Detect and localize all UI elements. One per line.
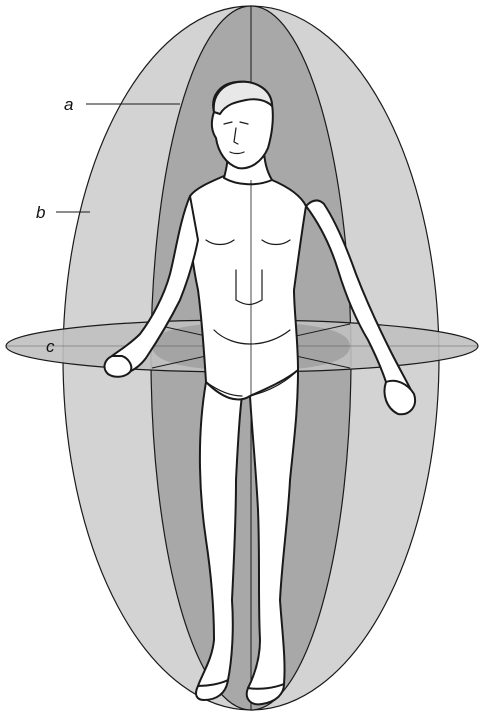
figure-torso (189, 176, 306, 400)
figure-left-hand (105, 356, 132, 377)
label-a: a (64, 95, 73, 114)
label-b: b (36, 203, 45, 222)
label-c: c (46, 337, 55, 356)
